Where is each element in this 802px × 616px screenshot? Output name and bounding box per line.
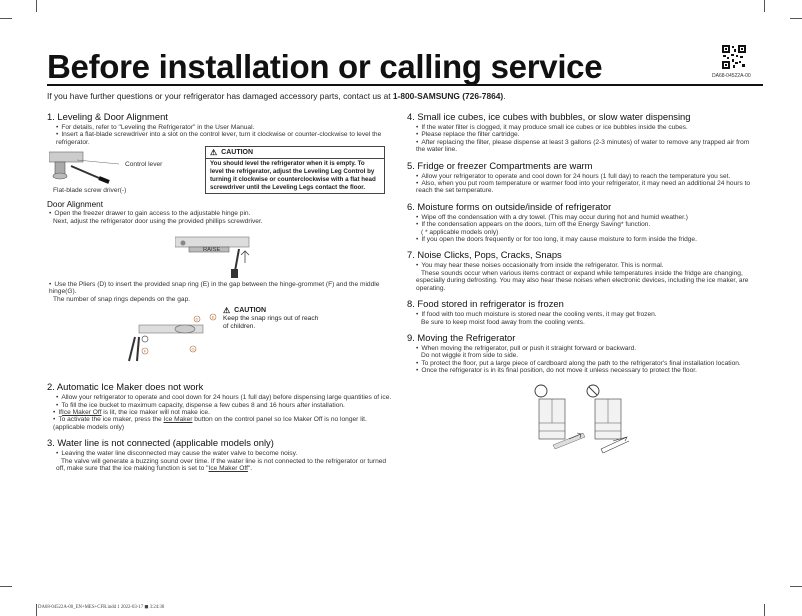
crop-mark xyxy=(36,0,37,12)
leveling-illustration xyxy=(49,151,120,185)
crop-mark xyxy=(36,604,37,616)
list-item: •Please replace the filter cartridge. xyxy=(416,131,520,139)
label-raise: RAISE xyxy=(203,247,221,254)
section-title: 4. Small ice cubes, ice cubes with bubbl… xyxy=(407,111,691,122)
figure-label: F xyxy=(144,349,147,354)
list-item: ( * applicable models only) xyxy=(421,228,499,236)
caution-box-leveling: ⚠CAUTION You should level the refrigerat… xyxy=(205,146,385,195)
list-item: •If you open the doors frequently or for… xyxy=(416,236,697,244)
list-item: •When moving the refrigerator, pull or p… xyxy=(416,344,637,352)
figure-label: G xyxy=(191,347,194,352)
intro-text: If you have further questions or your re… xyxy=(47,91,506,101)
warning-triangle-icon: ⚠ xyxy=(223,306,231,316)
list-item: •Wipe off the condensation with a dry to… xyxy=(416,213,689,221)
section-warm-compartments: 5. Fridge or freezer Compartments are wa… xyxy=(407,160,757,195)
print-footer: DA68-04522A-00_EN+MES+CFR.indd 1 2022-03… xyxy=(38,605,165,610)
subsection-title: Door Alignment xyxy=(47,200,103,210)
page-title: Before installation or calling service xyxy=(47,48,603,85)
crop-mark xyxy=(0,18,12,19)
label-screwdriver: Flat-blade screw driver(-) xyxy=(53,187,127,195)
hinge-figure-row: RAISE xyxy=(47,225,392,281)
crop-mark xyxy=(0,586,12,587)
crop-mark xyxy=(764,0,765,12)
moving-refrigerator-illustration xyxy=(534,384,630,453)
list-item: •Insert a flat-blade screwdriver into a … xyxy=(56,131,382,146)
section-noise: 7. Noise Clicks, Pops, Cracks, Snaps •Yo… xyxy=(407,249,757,292)
figure-label: D xyxy=(196,317,199,322)
warning-triangle-icon: ⚠ xyxy=(210,148,218,158)
list-item: •Use the Pliers (D) to insert the provid… xyxy=(49,281,380,296)
label-control-lever: Control lever xyxy=(125,161,163,169)
list-item: •After replacing the filter, please disp… xyxy=(416,138,750,154)
section-title: 8. Food stored in refrigerator is frozen xyxy=(407,298,564,310)
list-item: Be sure to keep moist food away from the… xyxy=(421,318,585,326)
list-item: •Leaving the water line disconnected may… xyxy=(56,450,298,458)
caution-snap-rings: ⚠CAUTION Keep the snap rings out of reac… xyxy=(223,306,319,331)
support-phone: 1-800-SAMSUNG (726-7864) xyxy=(392,91,504,101)
list-item: •To activate the ice maker, press the Ic… xyxy=(53,416,367,431)
section-moving: 9. Moving the Refrigerator •When moving … xyxy=(407,332,757,468)
section-title: 6. Moisture forms on outside/inside of r… xyxy=(407,200,612,212)
list-item: Do not wiggle it from side to side. xyxy=(421,352,519,360)
right-column: 4. Small ice cubes, ice cubes with bubbl… xyxy=(407,111,757,474)
section-small-ice: 4. Small ice cubes, ice cubes with bubbl… xyxy=(407,111,757,154)
list-item: •If the water filter is clogged, it may … xyxy=(416,124,688,131)
list-item: •Allow your refrigerator to operate and … xyxy=(416,172,731,180)
list-item: •If the condensation appears on the door… xyxy=(416,221,651,229)
list-item: The number of snap rings depends on the … xyxy=(53,295,191,303)
list-item: •For details, refer to "Leveling the Ref… xyxy=(56,124,255,131)
list-item: •IfIce Maker Off is lit, the ice maker w… xyxy=(53,409,210,417)
section-moisture: 6. Moisture forms on outside/inside of r… xyxy=(407,201,757,244)
section-title: 7. Noise Clicks, Pops, Cracks, Snaps xyxy=(407,249,562,261)
list-item: •Once the refrigerator is in its final p… xyxy=(416,367,697,375)
section-title: 3. Water line is not connected (applicab… xyxy=(47,437,274,449)
list-item: •Allow your refrigerator to operate and … xyxy=(56,394,392,402)
list-item: These sounds occur when various items co… xyxy=(416,269,749,292)
section-title: 5. Fridge or freezer Compartments are wa… xyxy=(407,159,593,171)
snap-ring-illustration: D E F G xyxy=(128,313,217,362)
title-divider xyxy=(47,84,763,86)
list-item: •To fill the ice bucket to maximum capac… xyxy=(56,401,345,409)
list-item: •Open the freezer drawer to gain access … xyxy=(49,210,251,218)
list-item: •If food with too much moisture is store… xyxy=(416,311,657,319)
list-item: The valve will generate a buzzing sound … xyxy=(56,457,387,473)
qr-code-icon xyxy=(722,45,746,69)
leveling-figure-row: Control lever Flat-blade screw driver(-)… xyxy=(47,146,392,200)
list-item: •To protect the floor, put a large piece… xyxy=(416,359,741,367)
section-water-line: 3. Water line is not connected (applicab… xyxy=(47,437,392,472)
list-item: •Also, when you put room temperature or … xyxy=(416,180,751,195)
section-leveling: 1. Leveling & Door Alignment •For detail… xyxy=(47,111,392,375)
section-ice-maker: 2. Automatic Ice Maker does not work •Al… xyxy=(47,381,392,431)
crop-mark xyxy=(790,18,802,19)
snap-ring-figure-row: D E F G ⚠CAUTION Keep the snap rings out of… xyxy=(47,303,392,375)
section-title: 9. Moving the Refrigerator xyxy=(407,331,516,343)
list-item: Next, adjust the refrigerator door using… xyxy=(53,217,263,225)
list-item: •You may hear these noises occasionally … xyxy=(416,262,664,270)
figure-label: E xyxy=(212,315,215,320)
document-code: DA68-04522A-00 xyxy=(712,73,751,79)
hinge-illustration xyxy=(175,236,250,279)
crop-mark xyxy=(790,586,802,587)
section-title: 1. Leveling & Door Alignment xyxy=(47,111,168,122)
section-frozen-food: 8. Food stored in refrigerator is frozen… xyxy=(407,298,757,326)
crop-mark xyxy=(764,604,765,616)
left-column: 1. Leveling & Door Alignment •For detail… xyxy=(47,111,392,479)
section-title: 2. Automatic Ice Maker does not work xyxy=(47,381,204,393)
